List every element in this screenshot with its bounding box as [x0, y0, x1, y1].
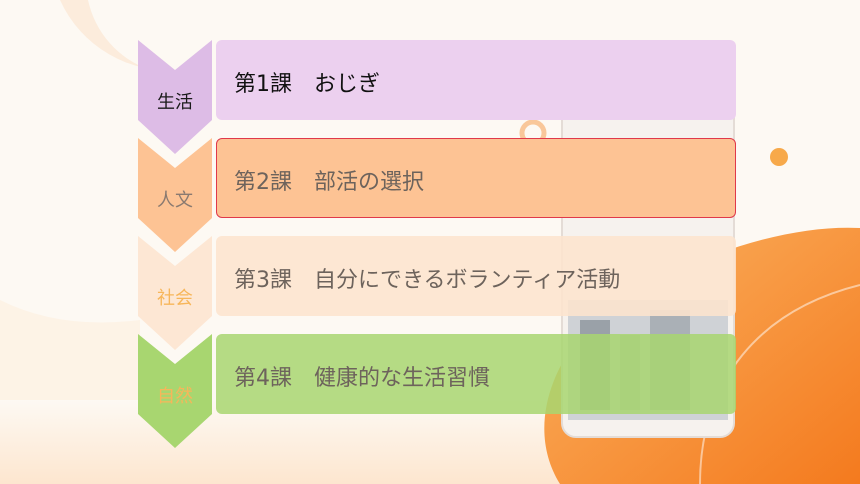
tag-lesson-3: 社会: [157, 288, 193, 309]
lesson-title-2: 第2課 部活の選択: [234, 170, 424, 195]
tag-lesson-1: 生活: [157, 92, 193, 113]
lesson-row-1[interactable]: [216, 40, 736, 120]
chevron-lesson-2: [138, 138, 212, 252]
chevron-lesson-1: [138, 40, 212, 154]
chevron-lesson-3: [138, 236, 212, 350]
lesson-title-3: 第3課 自分にできるボランティア活動: [234, 268, 621, 293]
lesson-row-4[interactable]: [216, 334, 736, 414]
lesson-row-3[interactable]: [216, 236, 736, 316]
lesson-title-4: 第4課 健康的な生活習慣: [234, 366, 490, 391]
chevron-lesson-4: [138, 334, 212, 448]
tag-lesson-4: 自然: [157, 386, 193, 407]
tag-lesson-2: 人文: [157, 190, 193, 211]
lesson-row-2[interactable]: [216, 138, 736, 218]
decorative-dot: [770, 148, 788, 166]
lesson-title-1: 第1課 おじぎ: [234, 72, 380, 97]
